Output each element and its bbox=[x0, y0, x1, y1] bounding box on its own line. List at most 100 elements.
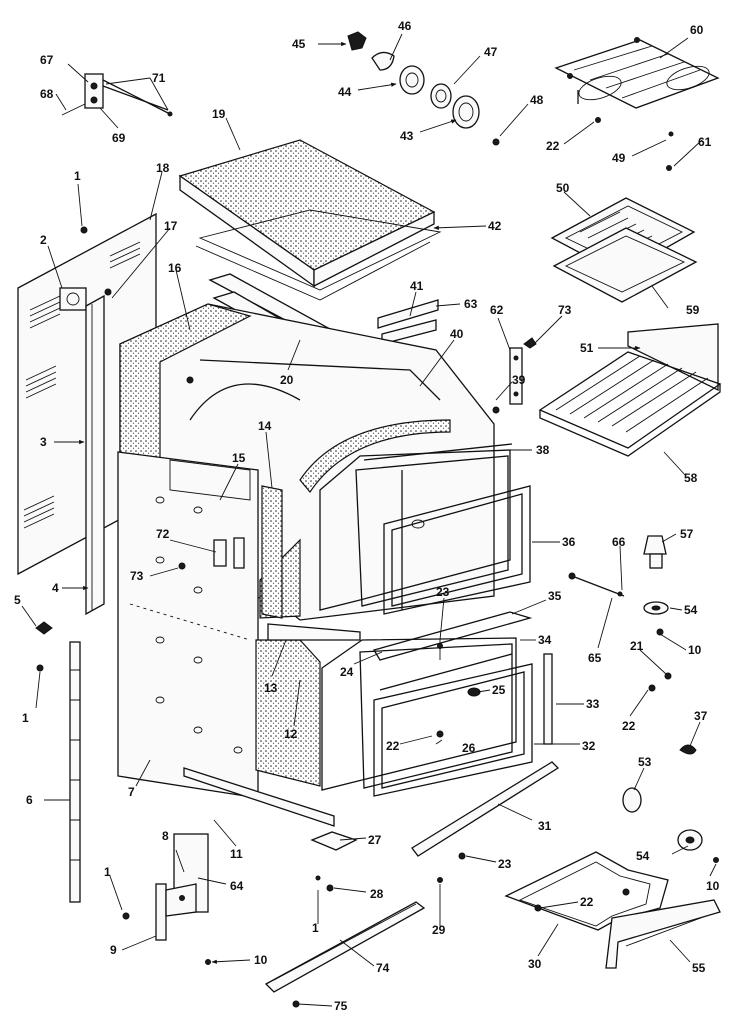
callout-64: 64 bbox=[230, 879, 244, 893]
callout-68: 68 bbox=[40, 87, 54, 101]
callout-3: 3 bbox=[40, 435, 47, 449]
callout-24: 24 bbox=[340, 665, 354, 679]
callout-66: 66 bbox=[612, 535, 626, 549]
callout-51: 51 bbox=[580, 341, 594, 355]
callout-34: 34 bbox=[538, 633, 552, 647]
callout-33: 33 bbox=[586, 697, 600, 711]
callout-73-left: 73 bbox=[130, 569, 144, 583]
callout-61: 61 bbox=[698, 135, 712, 149]
callout-57: 57 bbox=[680, 527, 694, 541]
callout-65: 65 bbox=[588, 651, 602, 665]
callout-69: 69 bbox=[112, 131, 126, 145]
callout-1-mid: 1 bbox=[22, 711, 29, 725]
callout-45: 45 bbox=[292, 37, 306, 51]
front-panel bbox=[117, 451, 283, 799]
callout-22-element: 22 bbox=[580, 895, 594, 909]
callout-55: 55 bbox=[692, 961, 706, 975]
callout-1-bottom: 1 bbox=[312, 921, 319, 935]
callout-30: 30 bbox=[528, 957, 542, 971]
callout-9: 9 bbox=[110, 943, 117, 957]
callout-26: 26 bbox=[462, 741, 476, 755]
light-socket-assembly bbox=[347, 31, 500, 146]
door-hinge bbox=[122, 833, 211, 965]
top-wire-rack bbox=[554, 37, 720, 171]
callout-17: 17 bbox=[164, 219, 178, 233]
side-bracket bbox=[509, 337, 537, 405]
side-rail bbox=[85, 288, 112, 616]
callout-1-low: 1 bbox=[104, 865, 111, 879]
callout-6: 6 bbox=[26, 793, 33, 807]
callout-54-lower: 54 bbox=[636, 849, 650, 863]
callout-35: 35 bbox=[548, 589, 562, 603]
callout-62: 62 bbox=[490, 303, 504, 317]
vertical-trim-rail bbox=[35, 621, 81, 903]
callout-14: 14 bbox=[258, 419, 272, 433]
callout-44: 44 bbox=[338, 85, 352, 99]
callout-11: 11 bbox=[230, 847, 243, 861]
callout-74: 74 bbox=[376, 961, 390, 975]
callout-10-upper: 10 bbox=[688, 643, 702, 657]
callout-60: 60 bbox=[690, 23, 704, 37]
callout-8: 8 bbox=[162, 829, 169, 843]
callout-75: 75 bbox=[334, 999, 348, 1013]
callout-49: 49 bbox=[612, 151, 626, 165]
leader-lines bbox=[21, 33, 717, 1007]
callout-31: 31 bbox=[538, 819, 552, 833]
callout-28: 28 bbox=[370, 887, 384, 901]
callout-46: 46 bbox=[398, 19, 412, 33]
callout-43: 43 bbox=[400, 129, 414, 143]
callout-59: 59 bbox=[686, 303, 700, 317]
callout-53: 53 bbox=[638, 755, 652, 769]
callout-12: 12 bbox=[284, 727, 298, 741]
upper-oven-liner bbox=[319, 443, 531, 660]
callout-50: 50 bbox=[556, 181, 570, 195]
callout-29: 29 bbox=[432, 923, 446, 937]
callout-1-top: 1 bbox=[74, 169, 81, 183]
callout-22-right: 22 bbox=[622, 719, 636, 733]
callout-labels: 67 71 68 69 45 46 47 44 48 43 60 22 49 6… bbox=[14, 19, 720, 1013]
callout-25: 25 bbox=[492, 683, 506, 697]
callout-42: 42 bbox=[488, 219, 502, 233]
callout-13: 13 bbox=[264, 681, 278, 695]
callout-47: 47 bbox=[484, 45, 498, 59]
bottom-strip bbox=[264, 901, 426, 1008]
rear-panel-vents bbox=[23, 241, 141, 529]
callout-72: 72 bbox=[156, 527, 170, 541]
callout-20: 20 bbox=[280, 373, 294, 387]
front-panel-holes bbox=[155, 496, 243, 754]
callout-22-lower: 22 bbox=[386, 739, 400, 753]
callout-15: 15 bbox=[232, 451, 246, 465]
callout-73-right: 73 bbox=[558, 303, 572, 317]
callout-27: 27 bbox=[368, 833, 382, 847]
callout-10-bottom: 10 bbox=[254, 953, 268, 967]
top-panel bbox=[178, 139, 442, 301]
callout-21: 21 bbox=[630, 639, 644, 653]
callout-16: 16 bbox=[168, 261, 182, 275]
callout-54-upper: 54 bbox=[684, 603, 698, 617]
lower-insulation bbox=[255, 623, 361, 787]
callout-23-upper: 23 bbox=[436, 585, 450, 599]
bake-element bbox=[504, 851, 721, 969]
bottom-trims bbox=[183, 761, 560, 892]
callout-71: 71 bbox=[152, 71, 166, 85]
right-side-small-parts bbox=[568, 535, 719, 863]
callout-32: 32 bbox=[582, 739, 596, 753]
broiler-pan bbox=[550, 197, 698, 303]
callout-63: 63 bbox=[464, 297, 478, 311]
callout-40: 40 bbox=[450, 327, 464, 341]
callout-7: 7 bbox=[128, 785, 135, 799]
oven-rack bbox=[538, 323, 722, 457]
callout-5: 5 bbox=[14, 593, 21, 607]
callout-41: 41 bbox=[410, 279, 424, 293]
callout-39: 39 bbox=[512, 373, 526, 387]
callout-48: 48 bbox=[530, 93, 544, 107]
callout-36: 36 bbox=[562, 535, 576, 549]
callout-38: 38 bbox=[536, 443, 550, 457]
callout-23-lower: 23 bbox=[498, 857, 512, 871]
callout-18: 18 bbox=[156, 161, 170, 175]
lower-oven-liner bbox=[321, 611, 553, 797]
hinge-bracket-assembly bbox=[61, 73, 173, 117]
callout-19: 19 bbox=[212, 107, 226, 121]
callout-4: 4 bbox=[52, 581, 59, 595]
